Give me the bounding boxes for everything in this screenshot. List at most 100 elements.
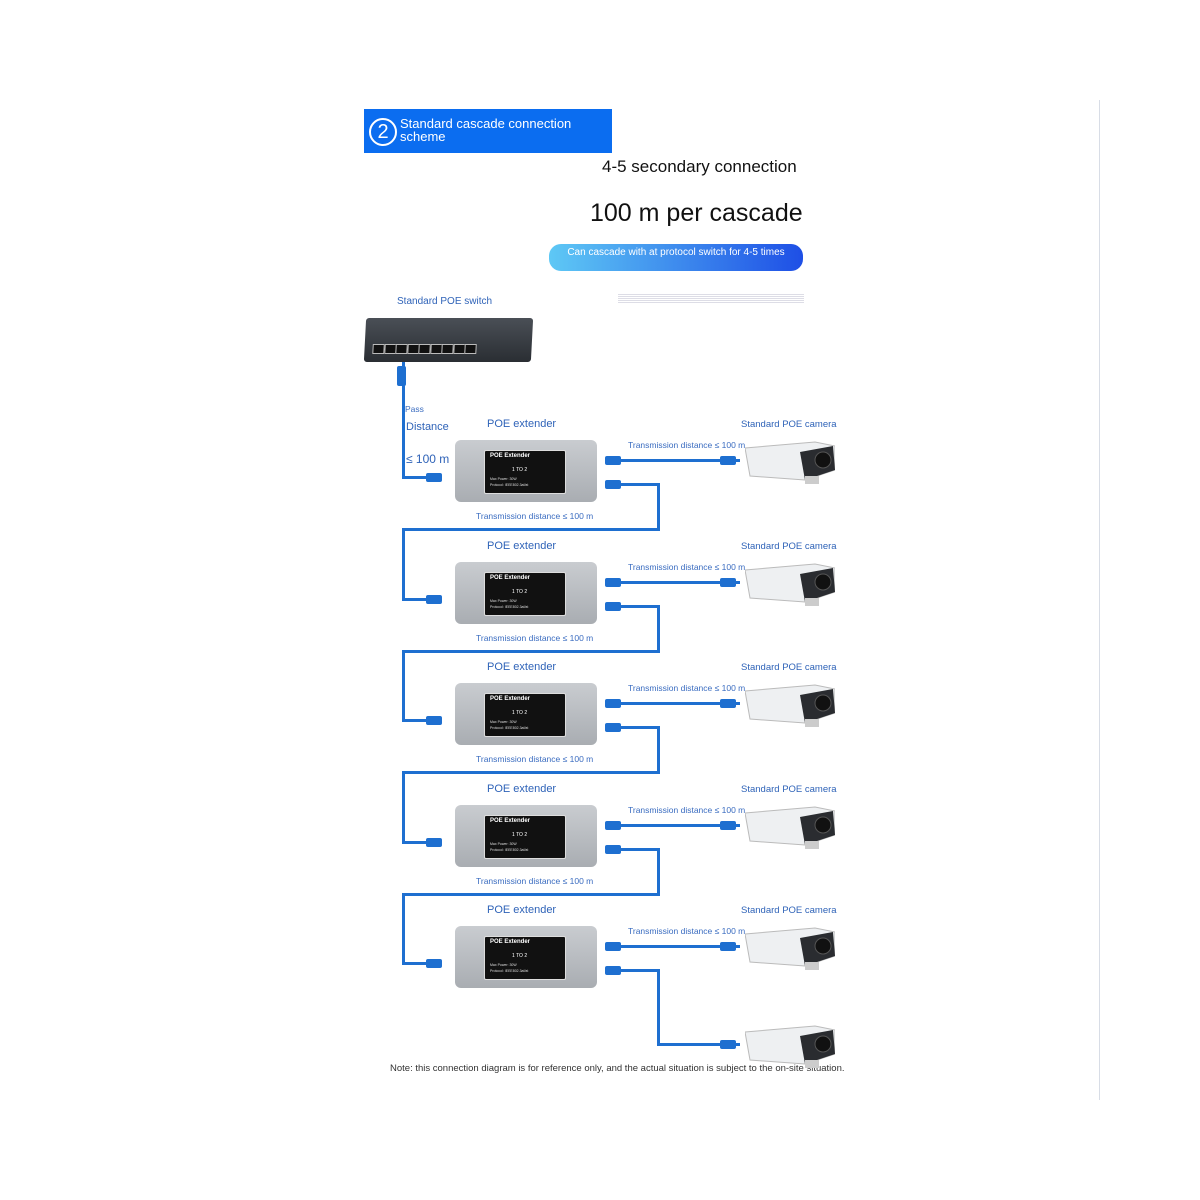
screen-protocol: Protocol: IEEE802.3af/at [490,969,529,973]
screen-title: POE Extender [490,453,531,459]
poe-camera-image [744,926,836,970]
input-cable [402,719,442,722]
step-number: 2 [369,118,397,146]
cable-connector [605,578,621,587]
screen-protocol: Protocol: IEEE802.3af/at [490,726,529,730]
distance-value: ≤ 100 m [406,452,450,466]
screen-power: Max Power: 30W [490,963,517,967]
cable-connector [720,821,736,830]
cable-connector [397,366,406,386]
divider [1099,100,1100,1100]
switch-label: Standard POE switch [397,296,493,307]
section-title: Standard cascade connection scheme [400,116,572,144]
poe-camera-image [744,683,836,727]
cable-connector [720,578,736,587]
cascade-cable [605,848,660,851]
headline: 100 m per cascade [590,199,803,227]
distance-label-bottom: Transmission distance ≤ 100 m [476,754,594,764]
cable-connector [605,602,621,611]
cascade-cable [402,893,660,896]
cable-connector [426,473,442,482]
cascade-cable [657,848,660,896]
cascade-cable [402,528,660,531]
camera-cable [605,581,740,584]
cascade-cable [657,726,660,774]
pass-label: Pass [405,404,424,414]
camera-cable [605,459,740,462]
extender-label: POE extender [487,540,557,552]
screen-title: POE Extender [490,818,531,824]
cable-connector [605,723,621,732]
cable-connector [720,699,736,708]
extender-screen [484,936,566,980]
cable-connector [426,595,442,604]
cascade-cable [402,774,405,844]
distance-label: Distance [406,421,449,433]
cable-connector [605,942,621,951]
extender-label: POE extender [487,661,557,673]
screen-power: Max Power: 30W [490,720,517,724]
camera-cable [657,1043,740,1046]
screen-mode: 1 TO 2 [512,832,528,838]
cascade-cable [605,483,660,486]
distance-label-bottom: Transmission distance ≤ 100 m [476,633,594,643]
cable-connector [605,456,621,465]
input-cable [402,476,442,479]
cascade-pill: Can cascade with at protocol switch for … [549,244,803,271]
screen-title: POE Extender [490,696,531,702]
distance-label-bottom: Transmission distance ≤ 100 m [476,511,594,521]
cascade-cable [402,650,660,653]
section-header: 2 Standard cascade connection scheme [364,109,612,153]
screen-protocol: Protocol: IEEE802.3af/at [490,483,529,487]
screen-mode: 1 TO 2 [512,953,528,959]
distance-label-top: Transmission distance ≤ 100 m [628,805,746,815]
screen-mode: 1 TO 2 [512,467,528,473]
cable-connector [605,966,621,975]
camera-label: Standard POE camera [741,541,837,552]
extender-label: POE extender [487,904,557,916]
screen-power: Max Power: 30W [490,599,517,603]
cable-connector [426,838,442,847]
cable-connector [605,480,621,489]
camera-label: Standard POE camera [741,784,837,795]
cascade-cable [605,726,660,729]
distance-label-top: Transmission distance ≤ 100 m [628,562,746,572]
input-cable [402,841,442,844]
cable-connector [426,716,442,725]
cascade-cable [402,652,405,722]
screen-title: POE Extender [490,939,531,945]
camera-cable [657,969,660,1046]
distance-label-top: Transmission distance ≤ 100 m [628,683,746,693]
camera-label: Standard POE camera [741,662,837,673]
screen-power: Max Power: 30W [490,842,517,846]
poe-camera-image [744,805,836,849]
input-cable [402,598,442,601]
camera-cable [605,702,740,705]
screen-title: POE Extender [490,575,531,581]
extender-screen [484,815,566,859]
cascade-cable [657,483,660,531]
extender-screen [484,693,566,737]
uplink-cable [402,362,405,478]
cascade-cable [402,771,660,774]
cable-connector [605,821,621,830]
camera-label: Standard POE camera [741,419,837,430]
poe-camera-image [744,562,836,606]
distance-label-top: Transmission distance ≤ 100 m [628,926,746,936]
screen-mode: 1 TO 2 [512,710,528,716]
switch-port [464,344,477,354]
screen-protocol: Protocol: IEEE802.3af/at [490,848,529,852]
note: Note: this connection diagram is for ref… [390,1063,845,1074]
poe-switch-image [363,318,534,362]
poe-camera-image [744,440,836,484]
poe-camera-image [744,1024,836,1068]
cable-connector [720,942,736,951]
cable-connector [605,699,621,708]
cascade-cable [605,969,660,972]
extender-label: POE extender [487,783,557,795]
cascade-cable [605,605,660,608]
extender-screen [484,572,566,616]
extender-screen [484,450,566,494]
camera-cable [605,824,740,827]
